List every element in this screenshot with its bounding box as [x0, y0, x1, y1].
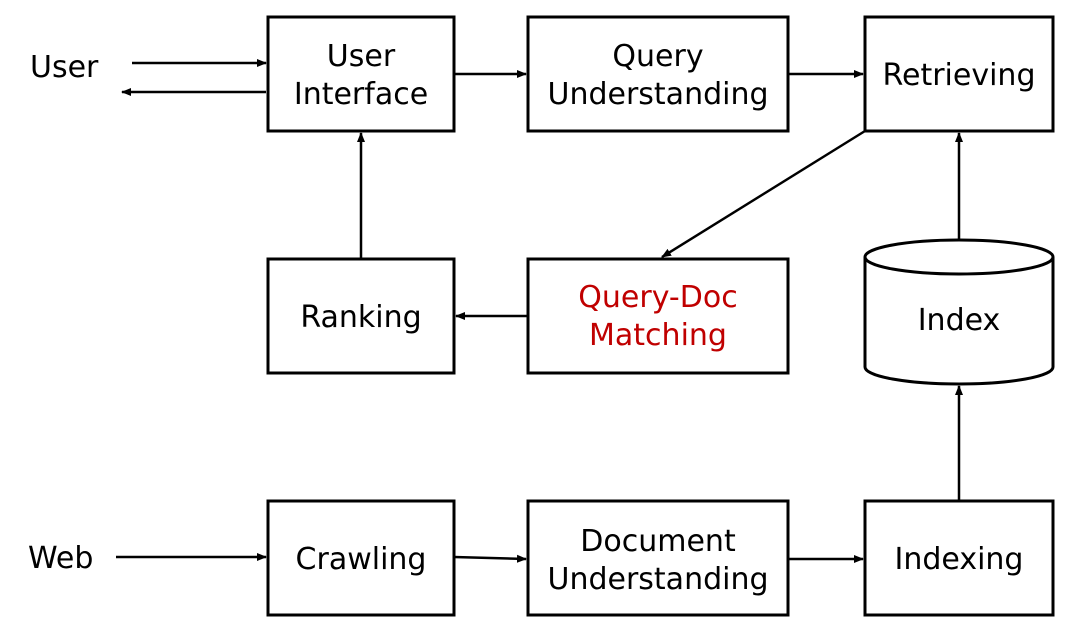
- query-understanding-label-line1: Query: [612, 39, 703, 74]
- ranking-box: Ranking: [266, 257, 456, 375]
- retrieving-box: Retrieving: [863, 15, 1055, 133]
- user-interface-box: User Interface: [266, 15, 456, 133]
- ranking-label: Ranking: [300, 300, 421, 335]
- indexing-label: Indexing: [895, 542, 1024, 577]
- user-interface-label-line2: Interface: [294, 77, 428, 112]
- document-understanding-label-line1: Document: [580, 524, 736, 559]
- user-label: User: [30, 50, 99, 85]
- retrieving-label: Retrieving: [883, 58, 1036, 93]
- query-doc-matching-label-line1: Query-Doc: [578, 280, 737, 315]
- crawling-label: Crawling: [296, 542, 427, 577]
- document-understanding-label-line2: Understanding: [547, 562, 768, 597]
- index-label: Index: [918, 303, 1001, 338]
- arrow-retrieving-to-matching: [661, 129, 866, 259]
- indexing-box: Indexing: [863, 499, 1055, 617]
- query-understanding-box: Query Understanding: [526, 15, 790, 133]
- arrow-crawling-to-document-understanding: [453, 554, 527, 563]
- document-understanding-box: Document Understanding: [526, 499, 790, 617]
- user-interface-label-line1: User: [327, 39, 396, 74]
- query-understanding-label-line2: Understanding: [547, 77, 768, 112]
- web-label: Web: [28, 541, 93, 576]
- query-doc-matching-label-line2: Matching: [589, 318, 727, 353]
- query-doc-matching-box: Query-Doc Matching: [526, 257, 790, 375]
- index-cylinder: Index: [863, 238, 1055, 386]
- crawling-box: Crawling: [266, 499, 456, 617]
